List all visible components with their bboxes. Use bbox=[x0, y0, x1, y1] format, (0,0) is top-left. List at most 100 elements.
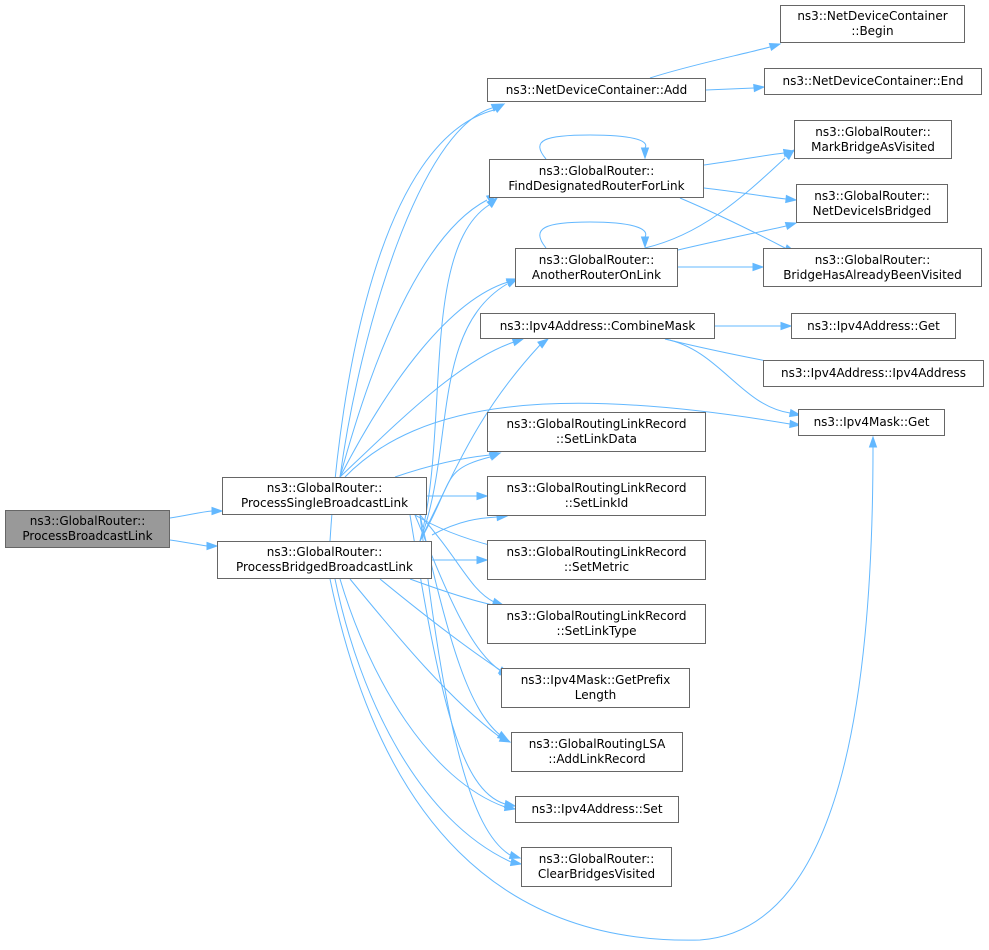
node-ipv4address-get[interactable]: ns3::Ipv4Address::Get bbox=[791, 313, 956, 339]
call-edge-arrowhead bbox=[868, 435, 878, 448]
call-edge bbox=[169, 539, 208, 547]
call-edge bbox=[419, 456, 491, 542]
node-find-designated-router-for-link[interactable]: ns3::GlobalRouter:: FindDesignatedRouter… bbox=[489, 159, 704, 198]
node-label: ns3::Ipv4Mask::GetPrefix bbox=[520, 673, 671, 687]
node-ipv4address-set[interactable]: ns3::Ipv4Address::Set bbox=[515, 796, 679, 823]
call-edge-arrowhead bbox=[640, 236, 650, 249]
node-label: ns3::Ipv4Address::Get bbox=[807, 318, 940, 333]
node-label: MarkBridgeAsVisited bbox=[811, 139, 935, 154]
node-set-link-data[interactable]: ns3::GlobalRoutingLinkRecord ::SetLinkDa… bbox=[487, 412, 706, 452]
node-label: ns3::Ipv4Mask::Get bbox=[813, 415, 930, 429]
call-edge bbox=[339, 341, 515, 478]
call-edge-arrowhead bbox=[509, 857, 523, 867]
node-another-router-on-link[interactable]: ns3::GlobalRouter:: AnotherRouterOnLink bbox=[515, 248, 678, 287]
node-set-metric[interactable]: ns3::GlobalRoutingLinkRecord ::SetMetric bbox=[487, 540, 706, 580]
node-ipv4address-ipv4address[interactable]: ns3::Ipv4Address::Ipv4Address bbox=[763, 360, 984, 387]
call-edge bbox=[169, 510, 213, 519]
call-edge bbox=[349, 578, 502, 739]
call-edge bbox=[705, 87, 755, 91]
node-process-broadcast-link: ns3::GlobalRouter:: ProcessBroadcastLink bbox=[5, 510, 170, 548]
call-edge bbox=[334, 578, 512, 863]
node-get-prefix-length[interactable]: ns3::Ipv4Mask::GetPrefix Length bbox=[501, 668, 690, 708]
node-mark-bridge-as-visited[interactable]: ns3::GlobalRouter:: MarkBridgeAsVisited bbox=[794, 120, 952, 159]
node-label: ns3::NetDeviceContainer::End bbox=[782, 74, 964, 88]
call-edge-arrowhead bbox=[752, 262, 765, 272]
node-netdevicecontainer-add[interactable]: ns3::NetDeviceContainer::Add bbox=[487, 78, 706, 102]
node-label: ns3::GlobalRouter:: bbox=[814, 188, 930, 203]
call-edge-arrowhead bbox=[768, 42, 782, 52]
node-label: ns3::GlobalRouter:: bbox=[266, 545, 383, 559]
call-edge-arrowhead bbox=[505, 278, 519, 288]
node-label: ns3::GlobalRouter:: bbox=[29, 514, 146, 528]
node-label: ns3::GlobalRoutingLinkRecord bbox=[506, 545, 687, 559]
call-edge-arrowhead bbox=[511, 338, 525, 347]
node-process-single-broadcast-link[interactable]: ns3::GlobalRouter:: ProcessSingleBroadca… bbox=[222, 477, 427, 515]
node-netdevicecontainer-begin[interactable]: ns3::NetDeviceContainer ::Begin bbox=[780, 5, 965, 43]
call-edge-arrowhead bbox=[503, 802, 517, 812]
call-edge-arrowhead bbox=[783, 148, 796, 161]
node-label: ns3::GlobalRouter:: bbox=[814, 252, 931, 267]
node-label: ns3::GlobalRouter:: bbox=[538, 163, 655, 178]
node-label: ns3::GlobalRoutingLinkRecord bbox=[506, 417, 687, 431]
node-label: ns3::Ipv4Address::CombineMask bbox=[499, 318, 696, 333]
node-label: ::SetLinkId bbox=[564, 496, 629, 510]
node-label: ProcessBroadcastLink bbox=[22, 529, 153, 543]
call-edge-arrowhead bbox=[476, 555, 489, 565]
node-netdevice-is-bridged[interactable]: ns3::GlobalRouter:: NetDeviceIsBridged bbox=[796, 184, 948, 223]
call-edge bbox=[329, 109, 495, 542]
call-edge-arrowhead bbox=[211, 506, 224, 516]
call-edge bbox=[703, 187, 787, 200]
node-label: ns3::GlobalRoutingLSA bbox=[528, 737, 666, 751]
call-edge-arrowhead bbox=[788, 408, 802, 418]
call-edge bbox=[431, 516, 498, 536]
call-edge bbox=[379, 578, 501, 671]
node-ipv4mask-get[interactable]: ns3::Ipv4Mask::Get bbox=[798, 409, 945, 436]
call-edge bbox=[703, 152, 785, 166]
node-label: AnotherRouterOnLink bbox=[531, 267, 662, 282]
call-edge bbox=[339, 107, 493, 478]
node-label: ::Begin bbox=[851, 24, 894, 38]
node-label: BridgeHasAlreadyBeenVisited bbox=[783, 267, 962, 282]
node-label: ::AddLinkRecord bbox=[548, 752, 646, 766]
call-edge-arrowhead bbox=[537, 338, 550, 349]
call-edge-arrowhead bbox=[780, 321, 793, 331]
call-edge bbox=[677, 225, 787, 251]
node-label: ns3::GlobalRouter:: bbox=[815, 124, 931, 139]
node-process-bridged-broadcast-link[interactable]: ns3::GlobalRouter:: ProcessBridgedBroadc… bbox=[217, 541, 432, 579]
call-edge bbox=[664, 338, 791, 414]
call-edge-arrowhead bbox=[492, 103, 506, 114]
node-label: NetDeviceIsBridged bbox=[812, 203, 932, 218]
call-edge-arrowhead bbox=[488, 452, 502, 461]
call-edge bbox=[649, 46, 771, 79]
node-label: FindDesignatedRouterForLink bbox=[508, 178, 685, 193]
node-label: ClearBridgesVisited bbox=[537, 867, 656, 881]
node-label: ::SetLinkData bbox=[555, 432, 638, 446]
node-label: ns3::GlobalRoutingLinkRecord bbox=[506, 609, 687, 623]
call-edge bbox=[644, 157, 786, 249]
call-edge bbox=[419, 514, 511, 856]
call-edge bbox=[329, 446, 874, 941]
call-edge bbox=[394, 454, 491, 478]
node-bridge-has-already-been-visited[interactable]: ns3::GlobalRouter:: BridgeHasAlreadyBeen… bbox=[763, 248, 982, 287]
call-edge-arrowhead bbox=[486, 197, 499, 209]
call-edge-arrowhead bbox=[789, 419, 802, 429]
node-label: ns3::Ipv4Address::Set bbox=[531, 802, 663, 816]
node-set-link-type[interactable]: ns3::GlobalRoutingLinkRecord ::SetLinkTy… bbox=[487, 604, 706, 644]
call-edge bbox=[414, 514, 494, 547]
node-label: ns3::GlobalRouter:: bbox=[538, 852, 655, 866]
node-label: ::SetLinkType bbox=[556, 624, 637, 638]
node-ipv4address-combinemask[interactable]: ns3::Ipv4Address::CombineMask bbox=[480, 313, 715, 339]
node-set-link-id[interactable]: ns3::GlobalRoutingLinkRecord ::SetLinkId bbox=[487, 476, 706, 516]
call-edge bbox=[539, 134, 647, 160]
node-netdevicecontainer-end[interactable]: ns3::NetDeviceContainer::End bbox=[764, 68, 982, 95]
call-edge-arrowhead bbox=[640, 147, 650, 160]
node-label: ns3::NetDeviceContainer::Add bbox=[505, 82, 688, 97]
call-edge-arrowhead bbox=[498, 733, 512, 743]
call-edge bbox=[419, 283, 508, 542]
call-edge bbox=[339, 199, 488, 478]
node-label: ProcessSingleBroadcastLink bbox=[240, 496, 409, 510]
call-edge-arrowhead bbox=[753, 83, 766, 93]
node-add-link-record[interactable]: ns3::GlobalRoutingLSA ::AddLinkRecord bbox=[511, 732, 683, 772]
node-label: ns3::GlobalRouter:: bbox=[538, 252, 655, 267]
node-clear-bridges-visited[interactable]: ns3::GlobalRouter:: ClearBridgesVisited bbox=[521, 847, 672, 887]
